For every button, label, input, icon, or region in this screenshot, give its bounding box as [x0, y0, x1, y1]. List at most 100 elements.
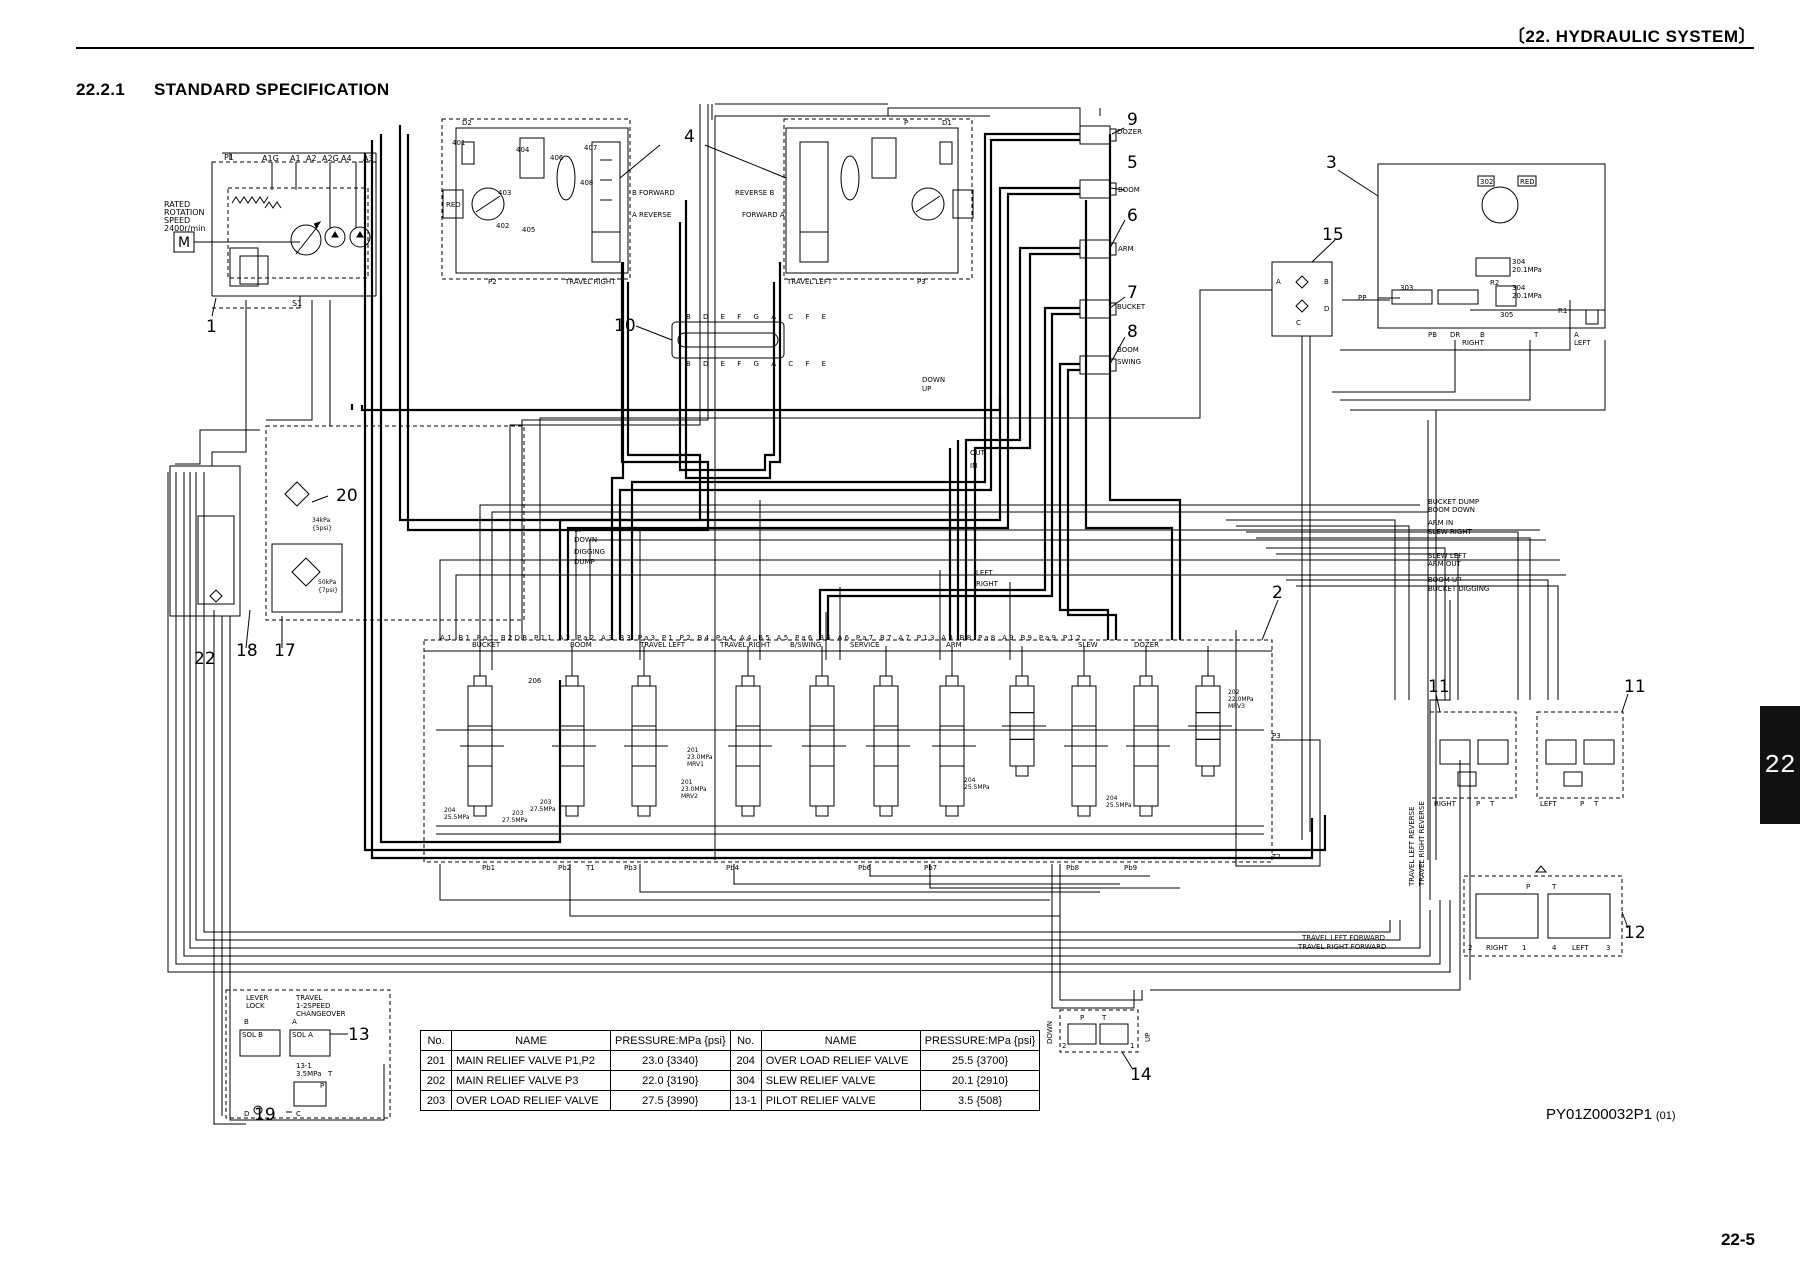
spec-header-name-2: NAME	[760, 1030, 921, 1051]
spool-section	[728, 646, 772, 817]
control-valve	[423, 639, 1273, 863]
dozer-pilot-valve	[1059, 1009, 1139, 1053]
pilot-left-t: T	[1593, 800, 1599, 808]
v13-a: A	[292, 1018, 297, 1026]
relief204c-no: 204	[1106, 795, 1118, 802]
spec-cell: 204	[729, 1050, 762, 1071]
rated-speed-line3: SPEED	[164, 216, 190, 225]
relief203b-p: 27.5MPa	[502, 817, 528, 824]
actuator-labels: DOZER BOOM ARM BUCKET BOOM SWING	[1117, 128, 1146, 366]
relief203a-no: 203	[540, 799, 552, 806]
travel-port-p3: P3	[917, 278, 926, 286]
v13-changeover: CHANGEOVER	[296, 1010, 346, 1018]
shuttle-port-a: A	[1276, 278, 1281, 286]
swivel-ports-bottom: B D E F G A C F E	[686, 360, 831, 368]
slew-part-302: 302	[1480, 178, 1493, 186]
line-labels: DOWN UP OUT IN UP DOWN DIGGING DUMP LEFT…	[574, 376, 1489, 593]
tp-port-p: P	[1526, 883, 1530, 891]
b-forward-label: B FORWARD	[632, 189, 675, 197]
spool-section	[624, 646, 668, 817]
line-up2: UP	[574, 526, 583, 534]
line-down: DOWN	[922, 376, 945, 384]
v13-pressure: 3.5MPa	[296, 1070, 321, 1078]
cv-port-pb2: Pb2	[558, 864, 571, 872]
callout-2: 2	[1272, 583, 1283, 603]
callout-22: 22	[194, 649, 216, 669]
cv-section-arm: ARM	[946, 641, 962, 649]
spool-section	[460, 646, 504, 817]
pump-port-a2: A2	[306, 154, 317, 163]
spec-cell: 201	[420, 1050, 452, 1071]
slew-motor	[1377, 163, 1606, 329]
callout-3: 3	[1326, 153, 1337, 173]
cv-section-travel-right: TRAVEL RIGHT	[719, 641, 771, 649]
slew-red: RED	[1520, 178, 1535, 186]
callout-9: 9	[1127, 110, 1138, 130]
travel-port-d2: D2	[462, 119, 472, 127]
filter-unit	[169, 425, 525, 621]
drawing-revision: (01)	[1655, 1110, 1676, 1122]
line-left: LEFT	[976, 569, 993, 577]
relief202-p: 22.0MPa	[1228, 696, 1254, 703]
hydraulic-lines	[167, 103, 1606, 1125]
chapter-tab[interactable]: 22	[1760, 706, 1800, 824]
cv-port-t1: T1	[585, 864, 595, 872]
v13-p: P	[320, 1082, 324, 1090]
boom-swing-label-2: SWING	[1117, 358, 1141, 366]
spec-cell: 13-1	[729, 1090, 762, 1111]
header-rule	[76, 47, 1754, 49]
pump-port-s1: S1	[292, 299, 302, 308]
cv-section-labels: BUCKET BOOM TRAVEL LEFT TRAVEL RIGHT B/S…	[472, 641, 1159, 649]
travel-part-402: 402	[496, 222, 509, 230]
spec-cell: SLEW RELIEF VALVE	[760, 1070, 921, 1091]
relief201b-tag: MRV2	[681, 793, 698, 800]
v13-t: T	[327, 1070, 333, 1078]
slew-right: RIGHT	[1462, 339, 1485, 347]
slew-port-b: B	[1480, 331, 1485, 339]
v13-d: D	[244, 1110, 249, 1118]
v13-speed: 1-2SPEED	[296, 1002, 330, 1010]
travel-part-404: 404	[516, 146, 530, 154]
relief204b-p: 25.5MPa	[964, 784, 990, 791]
slew-labels: 302 RED 303 304 20.1MPa 304 20.1MPa 305 …	[1358, 178, 1591, 347]
callout-14: 14	[1130, 1065, 1152, 1085]
relief204b-no: 204	[964, 777, 976, 784]
pilot-valve-left	[1536, 711, 1624, 799]
travel-part-401: 401	[452, 139, 465, 147]
spec-cell: 25.5 {3700}	[919, 1050, 1041, 1071]
spec-cell: 304	[729, 1070, 762, 1091]
callout-20: 20	[336, 486, 358, 506]
spec-cell: 22.0 {3190}	[610, 1070, 731, 1091]
travel-part-403: 403	[498, 189, 511, 197]
spool-section	[1126, 646, 1170, 817]
callout-11-right: 11	[1428, 677, 1450, 697]
drawing-code: PY01Z00032P1(01)	[1546, 1106, 1675, 1123]
shuttle-port-b: B	[1324, 278, 1329, 286]
line-digging: DIGGING	[574, 548, 605, 556]
reverse-b-label: REVERSE B	[735, 189, 774, 197]
slew-304b-pressure: 20.1MPa	[1512, 292, 1542, 300]
tp-port-1: 1	[1522, 944, 1526, 952]
page-number: 22-5	[1720, 1230, 1755, 1249]
travel-port-d1: D1	[942, 119, 952, 127]
cv-section-bucket: BUCKET	[472, 641, 501, 649]
spec-header-pressure: PRESSURE:MPa {psi}	[610, 1030, 731, 1051]
slew-r1: R1	[1558, 307, 1567, 315]
slew-r2: R2	[1490, 279, 1499, 287]
table-row: 202 MAIN RELIEF VALVE P3 22.0 {3190} 304…	[420, 1070, 1041, 1091]
valve14-labels: DOWN UP P T 2 1	[1046, 1014, 1152, 1050]
slew-port-t: T	[1533, 331, 1539, 339]
spec-cell: 23.0 {3340}	[610, 1050, 731, 1071]
relief201a-p: 23.0MPa	[687, 754, 713, 761]
spec-cell: 27.5 {3990}	[610, 1090, 731, 1111]
callout-12: 12	[1624, 923, 1646, 943]
line-right: RIGHT	[976, 580, 999, 588]
callout-8: 8	[1127, 322, 1138, 342]
cv-port-pb9: Pb9	[1124, 864, 1137, 872]
relief202-tag: MRV3	[1228, 703, 1245, 710]
v13-lock: LOCK	[246, 1002, 265, 1010]
spec-cell: 20.1 {2910}	[919, 1070, 1041, 1091]
pump-labels: RATED ROTATION SPEED 2400r/min P1 A1G A1…	[164, 153, 374, 308]
spec-cell: 202	[420, 1070, 452, 1091]
slew-port-pb: PB	[1428, 331, 1437, 339]
